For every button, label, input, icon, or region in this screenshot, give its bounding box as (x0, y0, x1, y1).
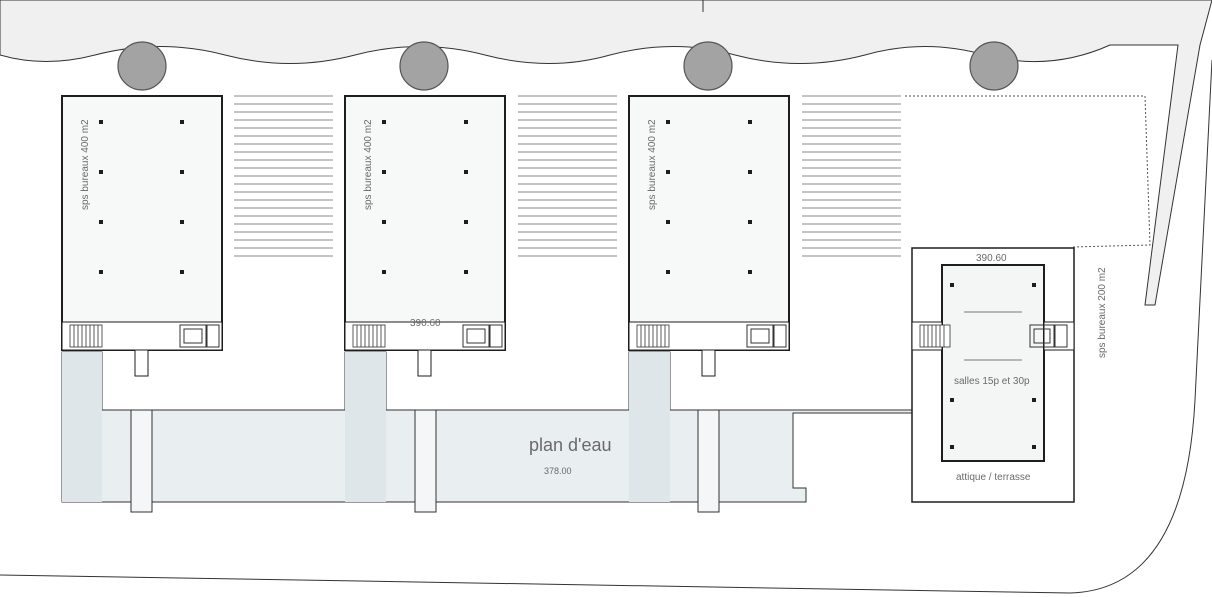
parking-stripes (234, 95, 901, 257)
tree (683, 41, 733, 91)
walkways (130, 409, 720, 513)
building-area-label: sps bureaux 400 m2 (363, 119, 374, 210)
building-area-label: sps bureaux 400 m2 (647, 119, 658, 210)
core (462, 324, 503, 348)
stair (636, 324, 670, 348)
water-label: plan d'eau (529, 435, 612, 455)
tree (399, 41, 449, 91)
annex-level-label: 390.60 (976, 253, 1007, 264)
partitions (964, 311, 1022, 361)
annex-rooms-label: salles 15p et 30p (954, 376, 1030, 387)
core (1029, 324, 1068, 348)
building-area-label: sps bureaux 400 m2 (80, 119, 91, 210)
tree (969, 41, 1019, 91)
water-basin (61, 351, 913, 503)
site-boundary (0, 59, 1212, 594)
columns (666, 120, 752, 274)
annex-building: 390.60 salles 15p et 30p attique / terra… (911, 247, 1108, 503)
floor-level-label: 390.60 (410, 318, 441, 329)
columns (99, 120, 184, 274)
parking-boundary (905, 95, 1151, 248)
annex-roof-label: attique / terrasse (956, 472, 1031, 483)
water-shading (62, 352, 670, 502)
core (179, 324, 220, 348)
office-building-3: sps bureaux 400 m2 (628, 95, 790, 377)
water-level-label: 378.00 (544, 466, 572, 476)
annex-area-label: sps bureaux 200 m2 (1097, 267, 1108, 358)
stair (919, 324, 951, 348)
stair (69, 324, 103, 348)
columns (382, 120, 468, 274)
columns (950, 283, 1036, 449)
trees (117, 41, 1019, 91)
stair (352, 324, 386, 348)
tree (117, 41, 167, 91)
office-building-2: sps bureaux 400 m2 390.60 (344, 95, 506, 377)
core (746, 324, 787, 348)
office-building-1: sps bureaux 400 m2 (61, 95, 223, 377)
